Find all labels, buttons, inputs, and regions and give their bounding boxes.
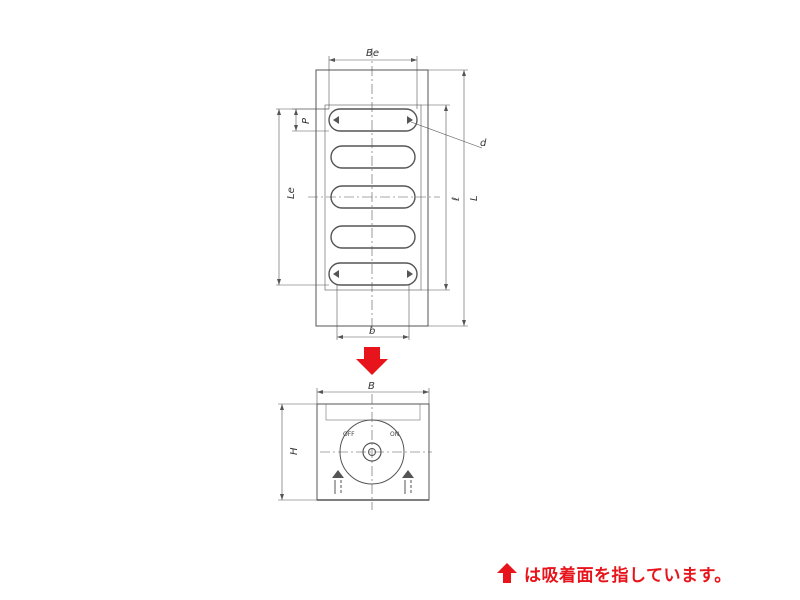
- dimension-arrowheads: [277, 58, 466, 339]
- corner-arrow-icon: [407, 270, 413, 278]
- label-l-big: L: [469, 195, 480, 201]
- pole-region: [324, 104, 422, 291]
- red-up-arrow-icon: [497, 563, 517, 583]
- corner-arrow-icon: [407, 116, 413, 124]
- label-on: ON: [390, 431, 399, 438]
- down-arrow-icon: [356, 347, 388, 375]
- label-le: Le: [286, 187, 297, 199]
- label-be: Be: [366, 48, 379, 59]
- slot-4: [330, 225, 416, 249]
- slot-2: [330, 145, 416, 169]
- pole-arrows: [332, 470, 414, 494]
- label-off: OFF: [343, 431, 355, 438]
- front-arrowheads: [280, 390, 429, 500]
- caption-text: は吸着面を指しています。: [524, 565, 732, 586]
- label-p: P: [301, 117, 312, 124]
- corner-arrow-icon: [333, 116, 339, 124]
- top-view: [276, 48, 483, 340]
- corner-arrow-marks: [333, 116, 413, 278]
- label-b-big: B: [368, 381, 375, 392]
- slot-5: [328, 262, 418, 286]
- front-view: [278, 388, 432, 510]
- caption: は吸着面を指しています。: [496, 560, 796, 586]
- corner-arrow-icon: [333, 270, 339, 278]
- label-d: d: [480, 138, 487, 149]
- up-arrow-left-icon: [332, 470, 344, 494]
- label-h: H: [289, 447, 300, 455]
- d-leader-line: [410, 121, 483, 149]
- front-view-top-band: [325, 403, 421, 421]
- label-b-small: b: [369, 326, 375, 337]
- label-l-small: ℓ: [451, 197, 462, 201]
- up-arrow-right-icon: [402, 470, 414, 494]
- slot-1: [328, 108, 418, 132]
